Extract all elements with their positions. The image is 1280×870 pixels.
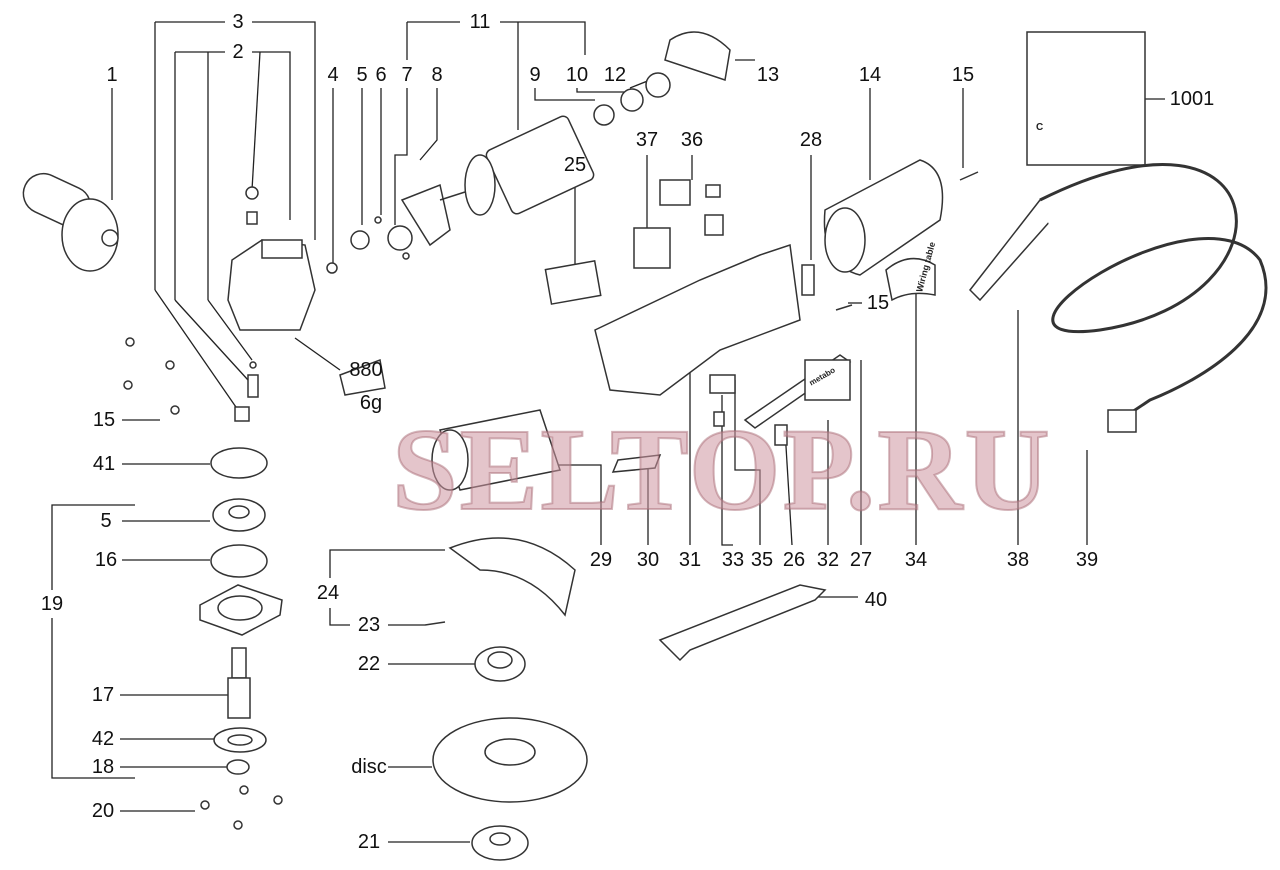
part-label: 6g [359,392,383,414]
part-label: 16 [94,549,118,571]
capacitor-symbol: C [1036,122,1044,133]
leader-lines [51,21,1165,843]
part-label: 28 [799,129,823,151]
part-label: 34 [904,549,928,571]
part-label: 11 [469,11,491,33]
part-label: 880 [349,359,383,381]
part-label: 39 [1075,549,1099,571]
part-label: 22 [357,653,381,675]
part-label: 27 [849,549,873,571]
part-label: 8 [431,64,443,86]
part-label: 13 [756,64,780,86]
part-label: 2 [232,41,244,63]
part-label: 35 [750,549,774,571]
part-label: 42 [91,728,115,750]
part-label: 5 [100,510,112,532]
part-label: 33 [721,549,745,571]
part-label: 32 [816,549,840,571]
part-label: 38 [1006,549,1030,571]
part-label: 15 [866,292,890,314]
part-label: 15 [92,409,116,431]
part-label: 18 [91,756,115,778]
part-label: 29 [589,549,613,571]
part-label: 23 [357,614,381,636]
part-label: 36 [680,129,704,151]
part-label: 3 [232,11,244,33]
part-shapes [22,31,1268,861]
part-label: 19 [40,593,64,615]
part-label: 17 [91,684,115,706]
part-label: disc [351,756,387,778]
part-label: 30 [636,549,660,571]
part-label: 26 [782,549,806,571]
part-label: 25 [563,154,587,176]
part-label: 12 [603,64,627,86]
part-label: 31 [678,549,702,571]
part-label: 7 [401,64,413,86]
part-label: 40 [864,589,888,611]
part-label: 20 [91,800,115,822]
part-label: 24 [316,582,340,604]
part-label: 1001 [1169,88,1215,110]
watermark: SELTOP.RU [391,404,1052,536]
part-label: 41 [92,453,116,475]
part-label: 14 [858,64,882,86]
part-label: 37 [635,129,659,151]
part-label: 6 [375,64,387,86]
part-label: 15 [951,64,975,86]
part-label: 1 [106,64,118,86]
part-label: 9 [529,64,541,86]
part-label: 10 [565,64,589,86]
part-label: 5 [356,64,368,86]
part-label: 21 [357,831,381,853]
part-label: 4 [327,64,339,86]
